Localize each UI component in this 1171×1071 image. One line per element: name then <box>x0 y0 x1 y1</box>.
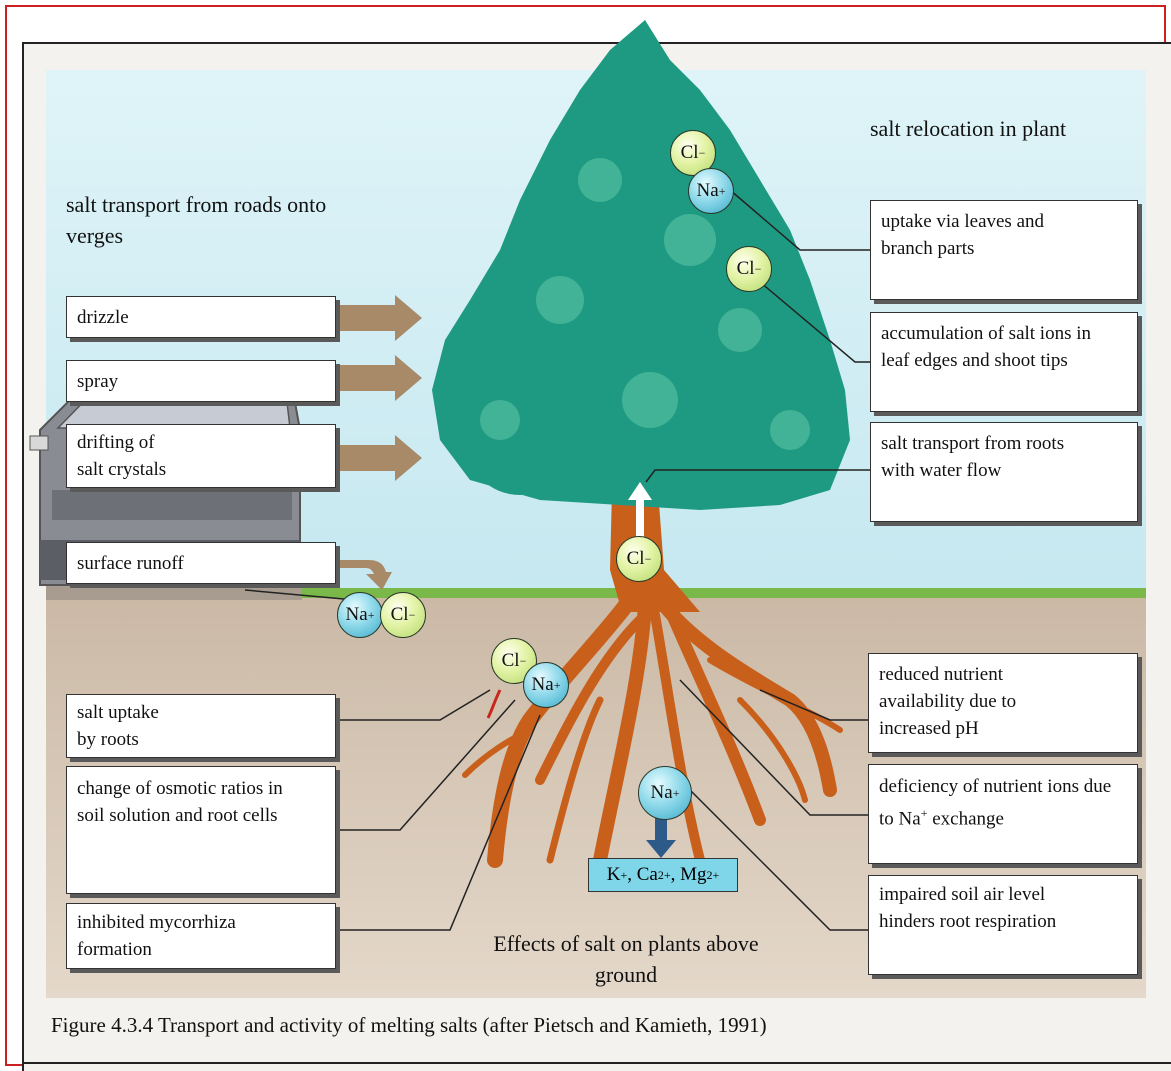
road-surface <box>46 586 302 600</box>
box-runoff: surface runoff <box>66 542 336 584</box>
box-drifting: drifting of salt crystals <box>66 424 336 488</box>
ion-na-exchange: Na+ <box>638 766 692 820</box>
box-soil-air: impaired soil air level hinders root res… <box>868 875 1138 975</box>
ion-cl-trunk: Cl− <box>616 536 662 582</box>
deficiency-charge: + <box>920 806 928 820</box>
heading-left: salt transport from roads onto verges <box>66 192 327 248</box>
grass-strip <box>300 588 1146 598</box>
box-mycorrhiza: inhibited mycorrhiza formation <box>66 903 336 969</box>
deficiency-suffix: exchange <box>927 808 1004 830</box>
box-salt-uptake-roots: salt uptake by roots <box>66 694 336 758</box>
box-drizzle: drizzle <box>66 296 336 338</box>
ion-cl-shoot: Cl− <box>726 246 772 292</box>
sap-flow-arrow <box>628 482 652 560</box>
box-nutrient-deficiency: deficiency of nutrient ions due to Na+ e… <box>868 764 1138 864</box>
ion-na-root: Na+ <box>523 662 569 708</box>
ion-na-ground: Na+ <box>337 592 383 638</box>
foliage-highlights <box>480 158 810 450</box>
box-transport-water: salt transport from roots with water flo… <box>870 422 1138 522</box>
box-spray: spray <box>66 360 336 402</box>
heading-effects: Effects of salt on plants above ground <box>493 931 759 987</box>
box-osmotic-ratios: change of osmotic ratios in soil solutio… <box>66 766 336 894</box>
roots <box>462 592 843 868</box>
caption-rule <box>22 1062 1171 1064</box>
root-hair-red <box>486 689 502 719</box>
ion-na-leaves: Na+ <box>688 168 734 214</box>
exchange-arrow <box>646 815 676 858</box>
transport-arrows <box>338 295 422 590</box>
heading-right: salt relocation in plant <box>870 116 1067 141</box>
box-uptake-leaves: uptake via leaves and branch parts <box>870 200 1138 300</box>
box-nutrient-ph: reduced nutrient availability due to inc… <box>868 653 1138 753</box>
leader-lines <box>244 189 870 931</box>
box-accumulation: accumulation of salt ions in leaf edges … <box>870 312 1138 412</box>
deficiency-text: deficiency of nutrient ions due to Na <box>879 776 1112 830</box>
ion-cl-ground: Cl− <box>380 592 426 638</box>
figure-caption: Figure 4.3.4 Transport and activity of m… <box>51 1013 767 1037</box>
